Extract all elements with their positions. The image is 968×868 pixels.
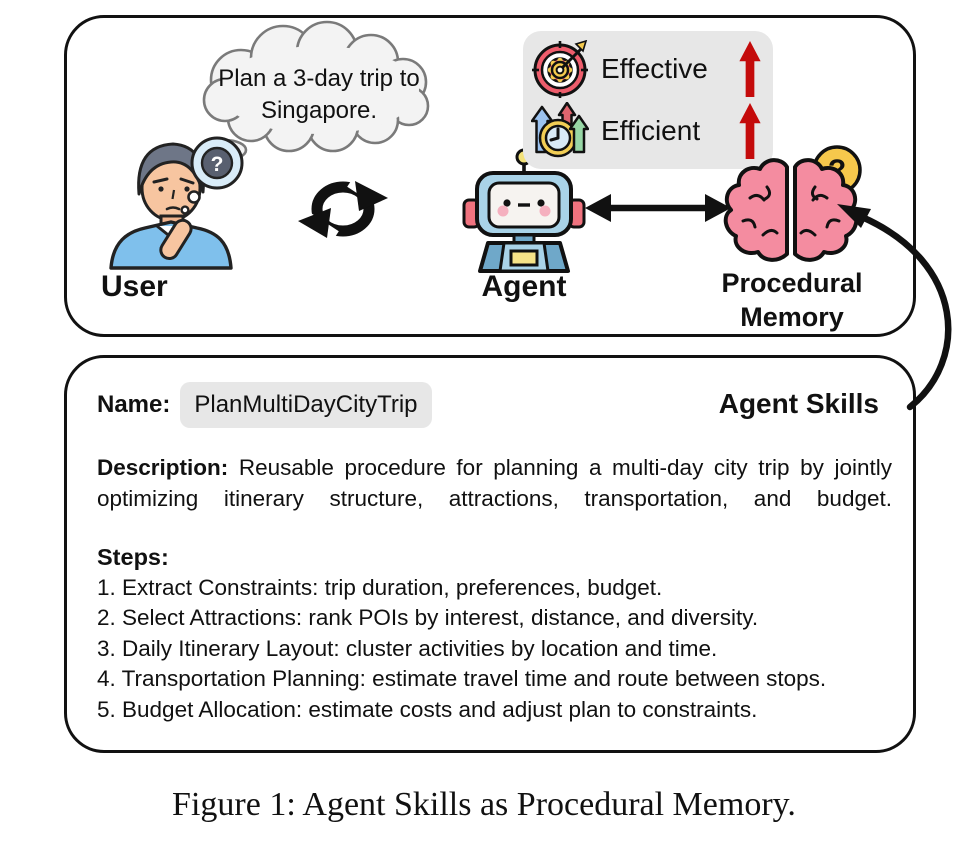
agent-skills-heading: Agent Skills [718, 388, 879, 419]
skill-description-text: Reusable procedure for planning a multi-… [97, 455, 892, 511]
step-line-1: 1. Extract Constraints: trip duration, p… [97, 574, 663, 600]
cycle-arrows-icon [297, 166, 389, 252]
skill-name-value: PlanMultiDayCityTrip [180, 382, 432, 428]
thought-text-line2: Singapore. [261, 97, 377, 124]
thought-text-line1: Plan a 3-day trip to [218, 65, 419, 92]
agent-robot-icon [462, 148, 586, 273]
badge-row-effective: Effective [523, 39, 773, 98]
agent-memory-arrow [585, 194, 731, 222]
user-icon: ? [109, 136, 244, 270]
interaction-panel: Plan a 3-day trip to Singapore. ? [64, 15, 916, 337]
procedural-memory-brain-icon: ? [723, 145, 862, 262]
step-line-5: 5. Budget Allocation: estimate costs and… [97, 696, 758, 722]
skill-name-row: Name: PlanMultiDayCityTrip [97, 382, 432, 428]
clock-arrows-icon [531, 102, 589, 158]
thought-cloud: Plan a 3-day trip to Singapore. [191, 20, 430, 175]
benefits-badge: Effective Efficient [523, 31, 773, 169]
procedural-memory-label: Procedural Memory [721, 268, 863, 332]
step-line-3: 3. Daily Itinerary Layout: cluster activ… [97, 635, 718, 661]
target-dart-icon [532, 39, 588, 98]
red-up-arrow-icon [739, 103, 761, 160]
step-line-4: 4. Transportation Planning: estimate tra… [97, 666, 827, 691]
badge-row-efficient: Efficient [523, 102, 773, 160]
effective-label: Effective [601, 52, 708, 84]
skill-name-label: Name: [97, 391, 171, 418]
agent-label: Agent [481, 270, 567, 303]
user-label: User [101, 270, 168, 303]
agent-skill-card: Name: PlanMultiDayCityTrip Agent Skills … [64, 355, 916, 753]
svg-text:?: ? [211, 153, 224, 176]
skill-steps: Steps: 1. Extract Constraints: trip dura… [97, 542, 897, 725]
question-gear-bubble-icon: ? [180, 136, 244, 215]
figure-caption: Figure 1: Agent Skills as Procedural Mem… [172, 786, 796, 823]
red-up-arrow-icon [739, 40, 761, 97]
efficient-label: Efficient [601, 115, 701, 147]
skill-steps-label: Steps: [97, 544, 169, 570]
skill-description: Description: Reusable procedure for plan… [97, 452, 892, 514]
step-line-2: 2. Select Attractions: rank POIs by inte… [97, 605, 759, 630]
skill-description-label: Description: [97, 455, 229, 480]
